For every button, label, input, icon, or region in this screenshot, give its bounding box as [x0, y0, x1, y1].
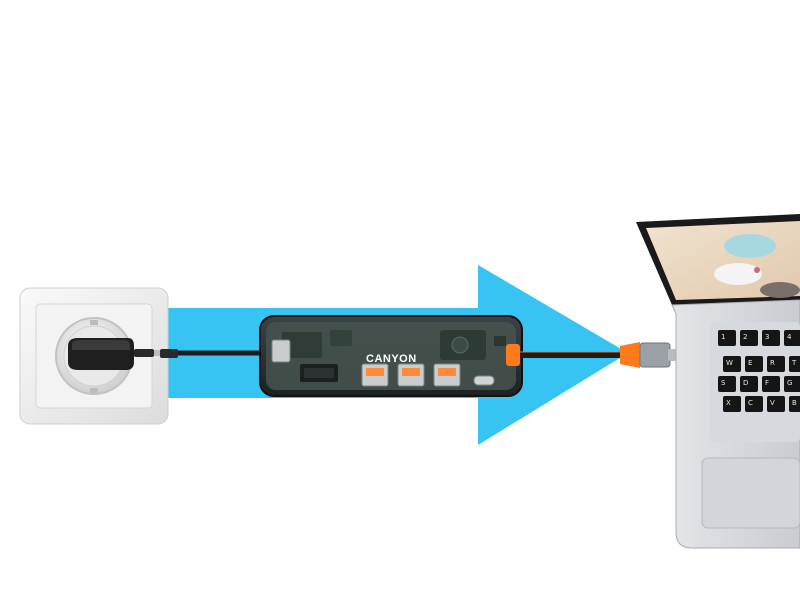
usb-c-cable	[520, 342, 676, 368]
key-label: B	[792, 399, 797, 407]
keyboard-key: 1	[718, 330, 736, 346]
hub-cable-boot	[506, 344, 520, 366]
key-label: T	[791, 359, 797, 367]
usb-port	[433, 363, 461, 387]
key-label: W	[726, 359, 733, 367]
keyboard-key: E	[745, 356, 763, 372]
input-cable	[160, 349, 262, 358]
keyboard-key: C	[745, 396, 763, 412]
key-label: V	[770, 399, 775, 407]
keyboard-key: B	[789, 396, 800, 412]
key-label: X	[726, 399, 731, 407]
power-adapter-icon	[68, 338, 168, 370]
key-label: 1	[721, 333, 725, 341]
keyboard-key: F	[762, 376, 780, 392]
keyboard-key: D	[740, 376, 758, 392]
keyboard-key: 2	[740, 330, 758, 346]
keyboard-key: W	[723, 356, 741, 372]
keyboard-key: V	[767, 396, 785, 412]
key-label: G	[787, 379, 792, 387]
keyboard-key: 4	[784, 330, 800, 346]
key-label: 2	[743, 333, 747, 341]
key-label: D	[743, 379, 748, 387]
key-label: C	[748, 399, 753, 407]
key-label: E	[748, 359, 752, 367]
laptop-icon: 1 2 3 4W E R T S D F G X C V B	[636, 214, 800, 549]
usb-port	[361, 363, 389, 387]
keyboard-key: S	[718, 376, 736, 392]
keyboard-key: 3	[762, 330, 780, 346]
key-label: 4	[787, 333, 792, 341]
key-label: S	[721, 379, 726, 387]
keyboard-key: T	[789, 356, 800, 372]
usb-port	[397, 363, 425, 387]
keyboard-key: R	[767, 356, 785, 372]
key-label: F	[765, 379, 769, 387]
key-label: R	[770, 359, 775, 367]
key-label: 3	[765, 333, 769, 341]
hub-brand-label: CANYON	[366, 353, 417, 365]
keyboard-key: G	[784, 376, 800, 392]
laptop-keyboard: 1 2 3 4W E R T S D F G X C V B	[718, 330, 800, 412]
keyboard-key: X	[723, 396, 741, 412]
usb-c-hub-icon: CANYON	[259, 315, 523, 397]
